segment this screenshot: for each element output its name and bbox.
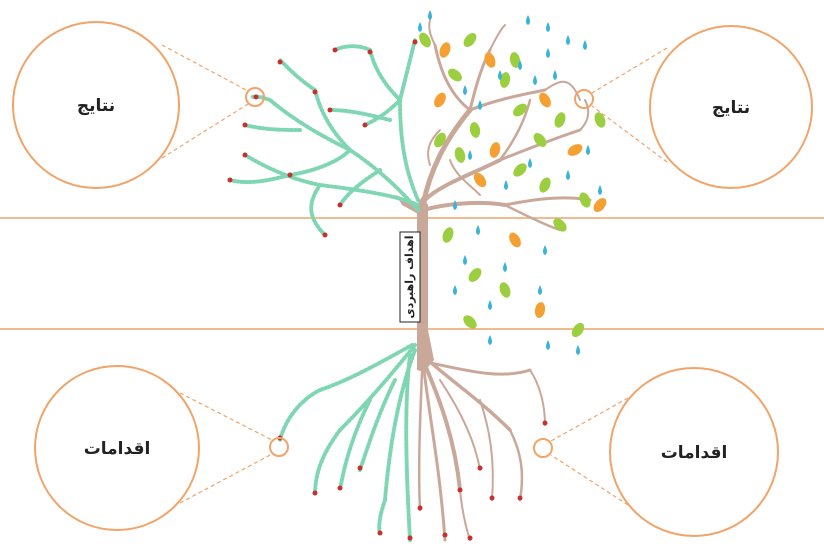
target-marker-bottom-right — [533, 438, 553, 458]
callout-circle-bottom-left — [34, 365, 200, 531]
target-marker-top-right — [574, 89, 594, 109]
falling-leaves — [442, 227, 585, 338]
target-marker-bottom-left — [269, 437, 289, 457]
callout-bottom-right: اقدامات — [533, 367, 779, 537]
target-marker-top-left — [245, 87, 265, 107]
label-top-right: نتایج — [712, 98, 750, 118]
label-bottom-left: اقدامات — [84, 439, 151, 459]
callout-top-left: نتایج — [12, 21, 265, 189]
trunk-label: اهداف راهبردی — [403, 236, 416, 319]
rain-drops — [418, 10, 602, 355]
callout-top-right: نتایج — [574, 25, 813, 189]
callout-circle-top-right — [649, 25, 813, 189]
left-roots — [278, 343, 417, 542]
right-root-markers — [417, 420, 548, 541]
callout-circle-bottom-right — [609, 367, 779, 537]
left-canopy-markers — [227, 39, 418, 238]
right-canopy-leaves — [419, 32, 607, 232]
callout-circle-top-left — [12, 21, 180, 189]
trunk-label-box: اهداف راهبردی — [399, 231, 421, 323]
callout-bottom-left: اقدامات — [34, 365, 289, 531]
label-bottom-right: اقدامات — [661, 443, 728, 463]
left-canopy-branches — [228, 38, 420, 237]
label-top-left: نتایج — [77, 96, 115, 116]
right-roots — [417, 358, 546, 542]
